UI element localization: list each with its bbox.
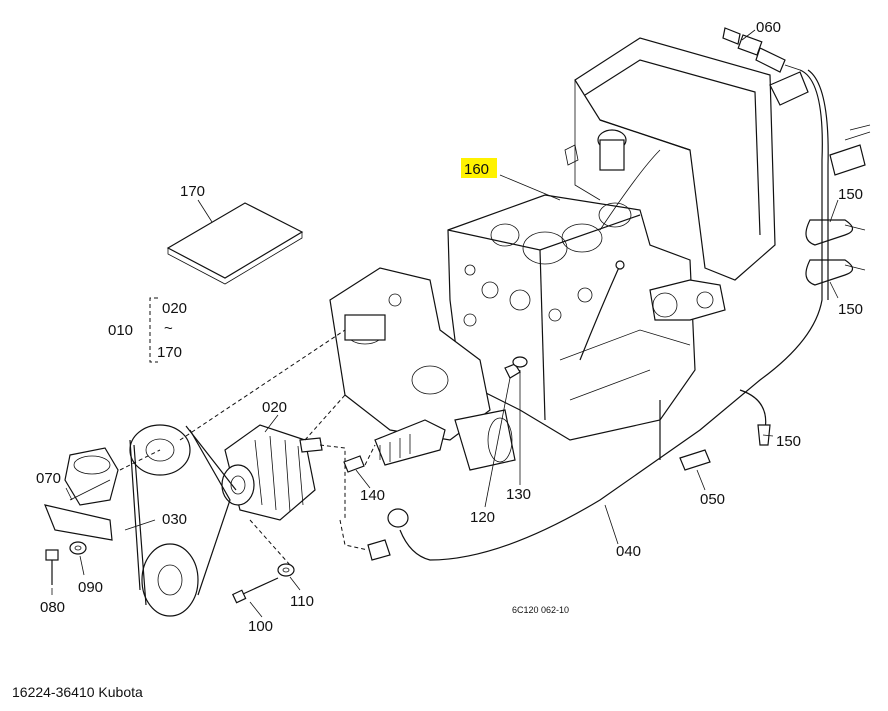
connector [679,449,711,471]
leader-lines [51,29,839,618]
alternator [221,424,323,521]
figure-code: 6C120 062-10 [512,605,569,615]
washer-110 [277,563,295,577]
callout-030: 030 [162,511,187,528]
pin-140 [343,455,365,473]
callout-130: 130 [506,486,531,503]
callout-040: 040 [616,543,641,560]
temperature-sensor [722,27,809,106]
callout-150-middle: 150 [838,301,863,318]
callout-120: 120 [470,509,495,526]
radiator-shroud [564,37,776,281]
callout-140: 140 [360,487,385,504]
callout-020: 020 [262,399,287,416]
callout-tilde: ~ [164,320,173,337]
washer-130 [512,356,528,368]
callout-100: 100 [248,618,273,635]
thermostat-housing [44,447,119,541]
callout-labels: 170 020 010 ~ 170 020 070 030 090 080 10… [36,19,863,635]
gear-case [329,267,516,471]
bolt-080 [45,549,59,585]
callout-170: 170 [180,183,205,200]
callout-060: 060 [756,19,781,36]
callout-150-lower: 150 [776,433,801,450]
bolt-100 [231,577,279,604]
footer-caption: 16224-36410 Kubota [12,684,143,700]
callout-070: 070 [36,470,61,487]
kit-bracket [149,297,158,363]
callout-010: 010 [108,322,133,339]
callout-160-highlight [461,158,497,178]
engine-block [447,149,726,441]
sensor-bracket [367,508,409,561]
callout-110: 110 [290,593,314,610]
washer-090 [69,541,87,555]
harness-clamps [805,124,871,286]
callout-020-bracket: 020 [162,300,187,317]
callout-050: 050 [700,491,725,508]
callout-150-upper: 150 [838,186,863,203]
callout-160: 160 [464,161,489,178]
callout-170-bracket: 170 [157,344,182,361]
operators-manual [166,202,304,285]
explode-lines [119,329,376,566]
callout-080: 080 [40,599,65,616]
callout-090: 090 [78,579,103,596]
